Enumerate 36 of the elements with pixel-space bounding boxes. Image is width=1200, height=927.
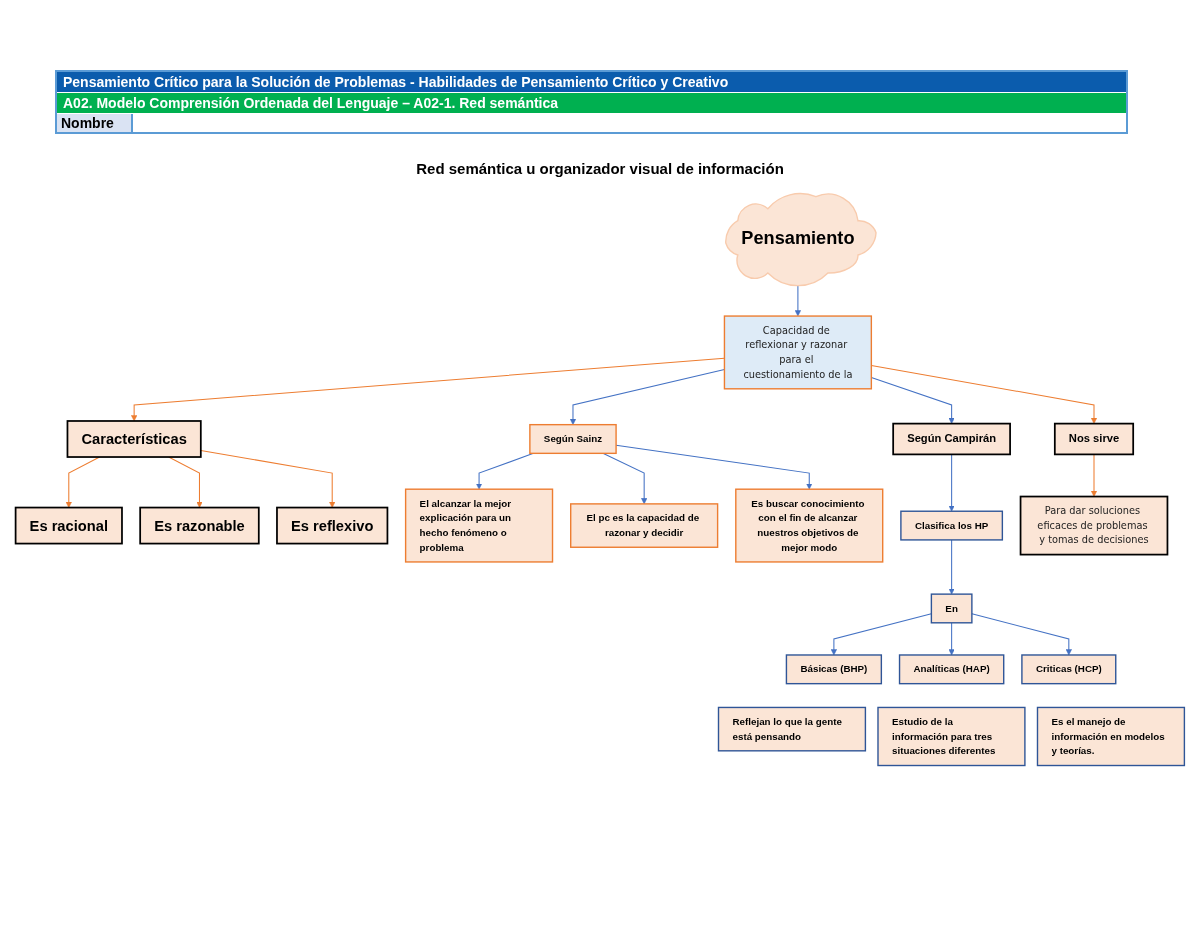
concept-box: Características [66, 420, 202, 458]
arrow [569, 369, 725, 425]
concept-box: En [930, 593, 973, 624]
arrow [948, 453, 955, 512]
arrow [602, 452, 648, 505]
concept-box: Para dar soluciones eficaces de problemas y tomas de decisiones [1019, 495, 1169, 556]
concept-box: Es el manejo de información en modelos y teorías. [1036, 706, 1186, 767]
concept-box: El alcanzar la mejor explicación para un hecho fenómeno o problema [404, 488, 554, 563]
course-header-band: Pensamiento Crítico para la Solución de Problemas - Habilidades de Pensamiento Crítico y Creativo [57, 72, 1126, 93]
concept-box: Según Sainz [529, 423, 617, 455]
concept-box: Reflejan lo que la gente está pensando [717, 706, 867, 752]
arrow [948, 539, 955, 595]
arrow [830, 613, 932, 656]
concept-box: Básicas (BHP) [785, 654, 883, 685]
concept-box: Es buscar conocimiento con el fin de alcanzar nuestros objetivos de mejor modo [735, 488, 884, 563]
concept-box: Capacidad de reflexionar y razonar para el cuestionamiento de la [723, 315, 873, 390]
name-label-cell: Nombre [57, 114, 133, 132]
concept-box: Criticas (HCP) [1021, 654, 1117, 685]
arrow [971, 613, 1072, 656]
concept-box: Nos sirve [1053, 422, 1135, 456]
concept-box: Clasifica los HP [900, 510, 1004, 541]
arrow [1090, 453, 1098, 497]
arrow [948, 622, 955, 656]
concept-box: Según Campirán [892, 422, 1011, 456]
concept-box: Es racional [14, 506, 123, 545]
concept-box: Estudio de la información para tres situaciones diferentes [877, 706, 1026, 767]
arrow [168, 456, 203, 508]
cloud-shape: Pensamiento [725, 192, 877, 287]
concept-box: Es reflexivo [276, 506, 389, 545]
concept-box: El pc es la capacidad de razonar y decidir [570, 503, 719, 548]
concept-box: Es razonable [139, 506, 260, 545]
activity-header-band: A02. Modelo Comprensión Ordenada del Lenguaje – A02-1. Red semántica [57, 93, 1126, 114]
diagram-title: Red semántica u organizador visual de información [415, 160, 785, 177]
arrow [131, 357, 725, 422]
concept-box: Analíticas (HAP) [898, 654, 1005, 685]
arrow [200, 449, 336, 508]
